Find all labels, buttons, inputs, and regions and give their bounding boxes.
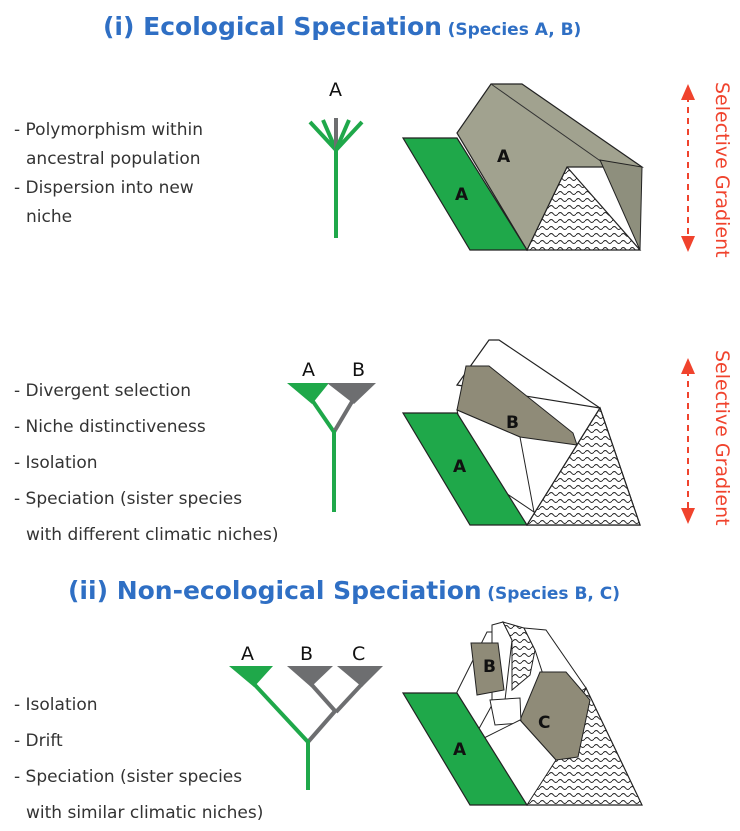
- rock-face: [525, 406, 641, 526]
- panel3-bullets: - Isolation - Drift - Speciation (sister…: [14, 687, 263, 831]
- bullet: - Speciation (sister species: [14, 767, 243, 787]
- bullet: - Isolation: [14, 695, 98, 715]
- block-label-a: A: [453, 457, 467, 477]
- bullet: - Isolation: [14, 453, 98, 473]
- panel1-bullets: - Polymorphism within ancestral populati…: [14, 116, 203, 232]
- section1-subtitle: (Species A, B): [447, 20, 582, 40]
- block-label-a-upper: A: [497, 147, 511, 167]
- block-label-a: A: [453, 740, 467, 760]
- gradient-label: Selective Gradient: [711, 350, 733, 526]
- bullet: - Divergent selection: [14, 381, 192, 401]
- green-slope: [401, 137, 529, 251]
- block-label-c: C: [538, 713, 550, 733]
- green-slope: [401, 412, 529, 526]
- section2-title: (ii) Non-ecological Speciation (Species …: [68, 576, 620, 605]
- panel2-bullets: - Divergent selection - Niche distinctiv…: [14, 373, 279, 553]
- panel3-tree: A B C: [229, 643, 383, 790]
- tree-label-a: A: [302, 359, 315, 381]
- panel1-landscape: A A: [401, 83, 644, 252]
- panel2-landscape: B A: [401, 339, 641, 526]
- gradient-label: Selective Gradient: [711, 82, 733, 258]
- bullet: - Niche distinctiveness: [14, 417, 206, 437]
- tree-triangle-b: [287, 666, 333, 687]
- block-label-b: B: [483, 657, 496, 677]
- tree-triangle-a: [287, 383, 329, 404]
- tree-label-a: A: [241, 643, 254, 665]
- tree-triangle-b: [327, 383, 376, 404]
- green-slope: [401, 692, 529, 806]
- section2-subtitle: (Species B, C): [487, 584, 621, 604]
- panel1-tree: A: [308, 79, 364, 238]
- section1-title: (i) Ecological Speciation (Species A, B): [103, 12, 581, 41]
- tree-label-b: B: [300, 643, 313, 665]
- panel2-gradient-arrow: Selective Gradient: [681, 350, 733, 526]
- bullet: - Polymorphism within: [14, 120, 203, 140]
- tree-label-c: C: [352, 643, 365, 665]
- block-label-a-lower: A: [455, 185, 469, 205]
- bullet: - Dispersion into new: [14, 178, 194, 198]
- section2-title-text: (ii) Non-ecological Speciation: [68, 576, 482, 605]
- khaki-block-b: [470, 642, 505, 696]
- bullet: ancestral population: [26, 149, 201, 169]
- panel2-tree: A B: [287, 359, 376, 512]
- bullet: niche: [26, 207, 73, 227]
- section1-title-text: (i) Ecological Speciation: [103, 12, 442, 41]
- panel3-landscape: B C A: [401, 621, 643, 806]
- bullet: with similar climatic niches): [26, 803, 264, 823]
- panel1-gradient-arrow: Selective Gradient: [681, 82, 733, 258]
- tree-triangle-a: [229, 666, 273, 687]
- tree-label-b: B: [352, 359, 365, 381]
- block-label-b: B: [506, 413, 519, 433]
- bullet: with different climatic niches): [26, 525, 279, 545]
- bullet: - Drift: [14, 731, 63, 751]
- tree-label-a: A: [329, 79, 342, 101]
- tree-triangle-c: [337, 666, 383, 687]
- bullet: - Speciation (sister species: [14, 489, 243, 509]
